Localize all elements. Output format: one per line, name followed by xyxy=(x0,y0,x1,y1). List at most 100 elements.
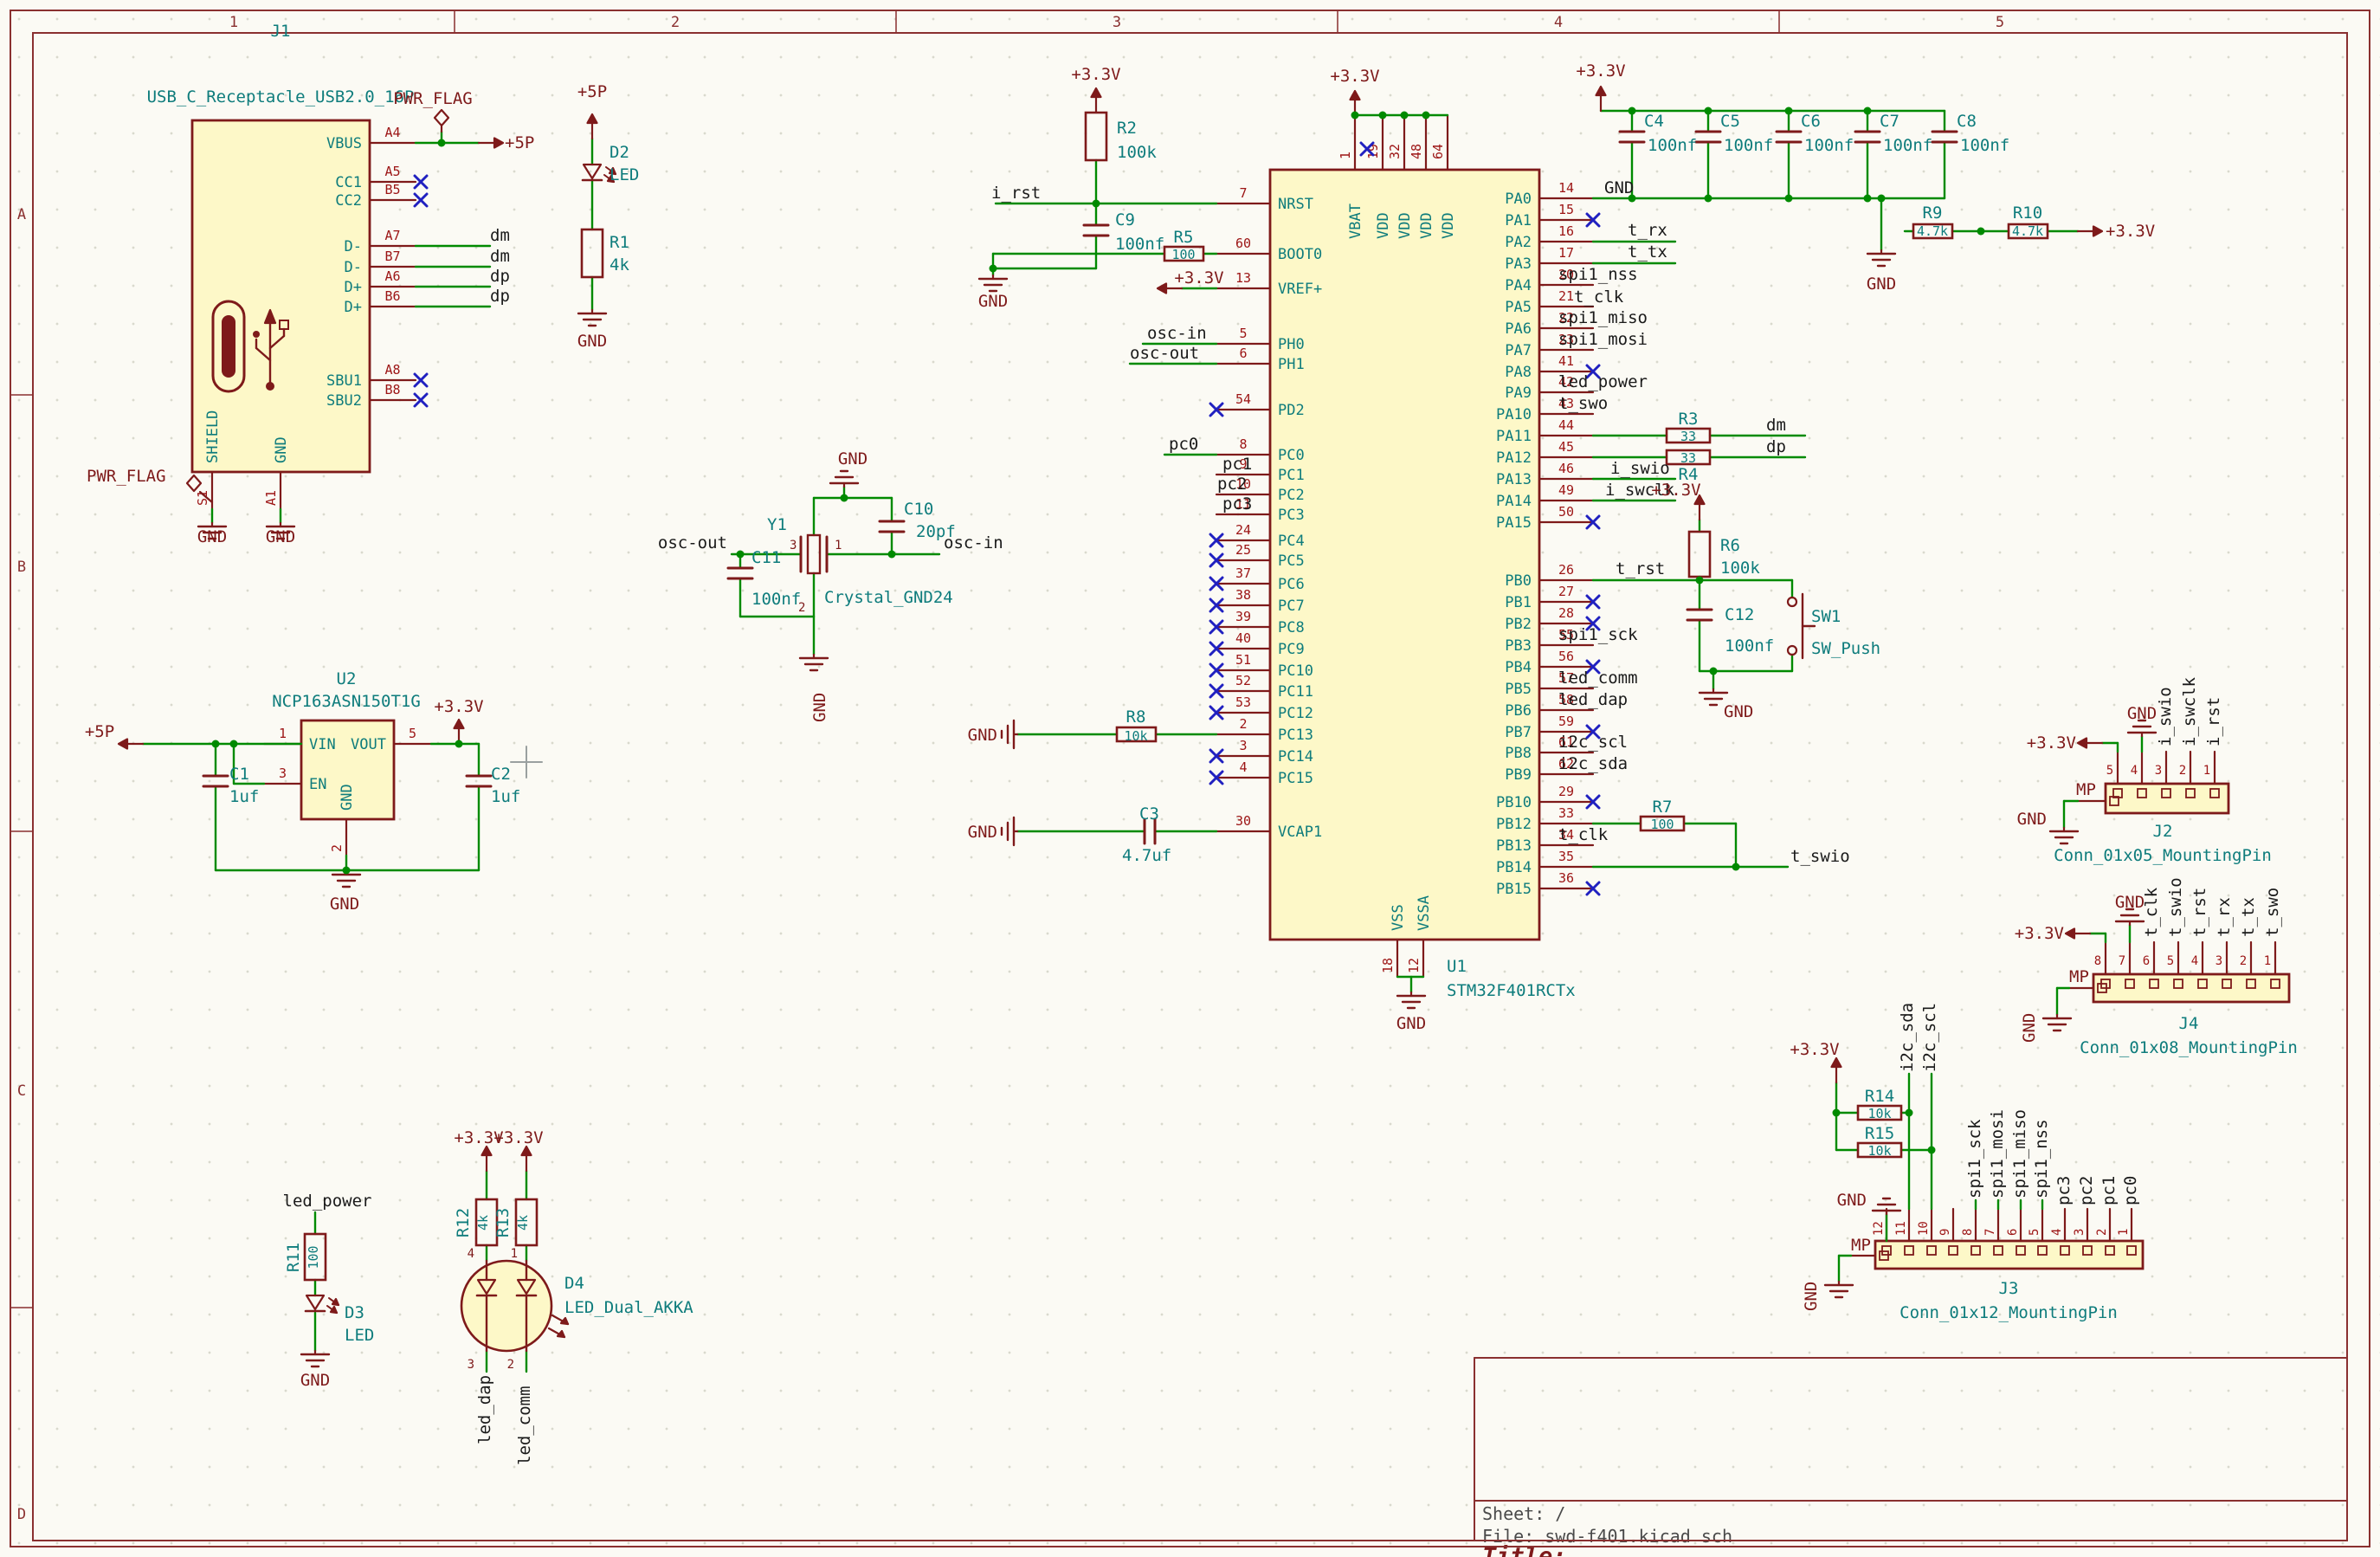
value-label[interactable]: 10k xyxy=(1124,728,1147,744)
gnd-symbol[interactable] xyxy=(265,521,296,540)
value-label[interactable]: J3 xyxy=(1999,1279,2019,1298)
power-label[interactable]: 3 xyxy=(790,539,797,552)
power-label[interactable]: +3.3V xyxy=(1651,481,1700,500)
gnd-symbol[interactable] xyxy=(1396,991,1427,1010)
junction-dot[interactable] xyxy=(840,494,848,502)
value-label[interactable]: C3 xyxy=(1139,804,1159,824)
gnd-symbol[interactable] xyxy=(1698,688,1729,707)
power-arrow[interactable] xyxy=(1693,494,1706,506)
value-label[interactable]: 100nf xyxy=(1960,136,2009,155)
led-triangle[interactable] xyxy=(516,1278,537,1295)
value-label[interactable]: USB_C_Receptacle_USB2.0_16P xyxy=(147,87,415,107)
power-label[interactable]: +3.3V xyxy=(1576,61,1625,81)
value-label[interactable]: R3 xyxy=(1679,410,1699,429)
net-label[interactable]: i_swio xyxy=(1610,459,1670,478)
component-J2[interactable] xyxy=(2076,750,2230,815)
net-label[interactable]: spi1_nss xyxy=(1558,265,1638,284)
net-label[interactable]: i_swio xyxy=(2156,687,2175,746)
resistor-body[interactable] xyxy=(1856,1141,1903,1159)
power-label[interactable]: GND xyxy=(577,332,607,351)
value-label[interactable]: 100nf xyxy=(1804,136,1854,155)
value-label[interactable]: 4.7k xyxy=(1917,223,1948,239)
net-label[interactable]: i_rst xyxy=(2204,697,2223,746)
no-connect-marker[interactable] xyxy=(1585,881,1601,896)
value-label[interactable]: R9 xyxy=(1923,204,1943,223)
value-label[interactable]: R8 xyxy=(1126,707,1146,727)
no-connect-marker[interactable] xyxy=(413,372,429,388)
value-label[interactable]: 100nf xyxy=(1648,136,1697,155)
net-label[interactable]: led_power xyxy=(1558,372,1648,391)
net-label[interactable]: led_comm xyxy=(515,1386,534,1465)
junction-dot[interactable] xyxy=(1695,576,1704,585)
resistor-body[interactable] xyxy=(303,1232,327,1282)
gnd-symbol[interactable] xyxy=(2126,719,2157,738)
resistor-body[interactable] xyxy=(2007,223,2049,240)
junction-dot[interactable] xyxy=(1784,107,1793,115)
resistor-body[interactable] xyxy=(1665,449,1712,466)
switch-contact[interactable] xyxy=(1786,596,1798,608)
value-label[interactable]: C5 xyxy=(1720,112,1740,131)
power-arrow[interactable] xyxy=(2076,737,2088,749)
net-label[interactable]: t_rst xyxy=(2190,888,2209,937)
net-label[interactable]: dm xyxy=(490,247,510,266)
value-label[interactable]: R13 xyxy=(493,1208,513,1237)
power-label[interactable]: GND xyxy=(1802,1282,1821,1311)
junction-dot[interactable] xyxy=(455,740,463,748)
junction-dot[interactable] xyxy=(1877,194,1886,203)
value-label[interactable]: R1 xyxy=(610,233,629,252)
net-label[interactable]: spi1_sck xyxy=(1965,1119,1984,1198)
value-label[interactable]: R4 xyxy=(1679,465,1699,484)
value-label[interactable]: D2 xyxy=(610,143,629,162)
value-label[interactable]: 4.7k xyxy=(2012,223,2043,239)
resistor-body[interactable] xyxy=(1163,245,1205,262)
power-label[interactable]: 1 xyxy=(835,539,842,552)
net-label[interactable]: t_rst xyxy=(1616,559,1665,578)
value-label[interactable]: 100 xyxy=(1650,817,1674,832)
junction-dot[interactable] xyxy=(1628,107,1636,115)
value-label[interactable]: R14 xyxy=(1865,1087,1894,1106)
net-label[interactable]: spi1_nss xyxy=(2032,1119,2051,1198)
gnd-symbol[interactable] xyxy=(300,1349,331,1368)
junction-dot[interactable] xyxy=(211,740,220,748)
power-label[interactable]: GND xyxy=(1837,1191,1867,1210)
net-label[interactable]: pc2 xyxy=(1217,475,1247,494)
power-label[interactable]: GND xyxy=(1867,275,1896,294)
gnd-symbol[interactable] xyxy=(1000,719,1019,750)
power-arrow[interactable] xyxy=(493,137,505,149)
power-label[interactable]: 3 xyxy=(468,1358,474,1372)
no-connect-marker[interactable] xyxy=(1585,594,1601,610)
resistor-body[interactable] xyxy=(1115,726,1158,743)
junction-dot[interactable] xyxy=(1378,111,1387,120)
value-label[interactable]: Y1 xyxy=(767,515,787,534)
pwr-flag-symbol[interactable] xyxy=(433,108,450,127)
no-connect-marker[interactable] xyxy=(1209,662,1224,678)
value-label[interactable]: 100nf xyxy=(751,590,801,609)
dual-led-body[interactable] xyxy=(460,1259,553,1353)
no-connect-marker[interactable] xyxy=(1209,641,1224,656)
symbol-body-U1[interactable] xyxy=(1268,168,1541,941)
no-connect-marker[interactable] xyxy=(413,174,429,190)
net-label[interactable]: spi1_mosi xyxy=(1988,1109,2007,1198)
gnd-symbol[interactable] xyxy=(577,308,608,327)
net-label[interactable]: t_swo xyxy=(2263,888,2282,937)
gnd-symbol[interactable] xyxy=(1871,1197,1902,1216)
junction-dot[interactable] xyxy=(1709,667,1718,675)
value-label[interactable]: R12 xyxy=(454,1208,473,1237)
power-label[interactable]: PWR_FLAG xyxy=(393,89,473,108)
component-J4[interactable] xyxy=(2067,940,2291,1004)
power-arrow[interactable] xyxy=(481,1145,493,1157)
symbol-body-J1[interactable] xyxy=(190,119,371,474)
junction-dot[interactable] xyxy=(342,866,351,875)
net-label[interactable]: pc1 xyxy=(2099,1176,2119,1205)
power-label[interactable]: GND xyxy=(968,823,997,842)
value-label[interactable]: 100nf xyxy=(1725,636,1774,656)
value-label[interactable]: 1uf xyxy=(229,787,259,806)
value-label[interactable]: 100 xyxy=(306,1245,321,1269)
no-connect-marker[interactable] xyxy=(413,392,429,408)
power-label[interactable]: PWR_FLAG xyxy=(87,467,166,486)
net-label[interactable]: i_swclk xyxy=(1605,481,1675,500)
value-label[interactable]: J2 xyxy=(2153,822,2173,841)
power-label[interactable]: 2 xyxy=(798,601,805,615)
power-label[interactable]: MP xyxy=(1851,1236,1871,1255)
value-label[interactable]: U2 xyxy=(337,669,357,688)
